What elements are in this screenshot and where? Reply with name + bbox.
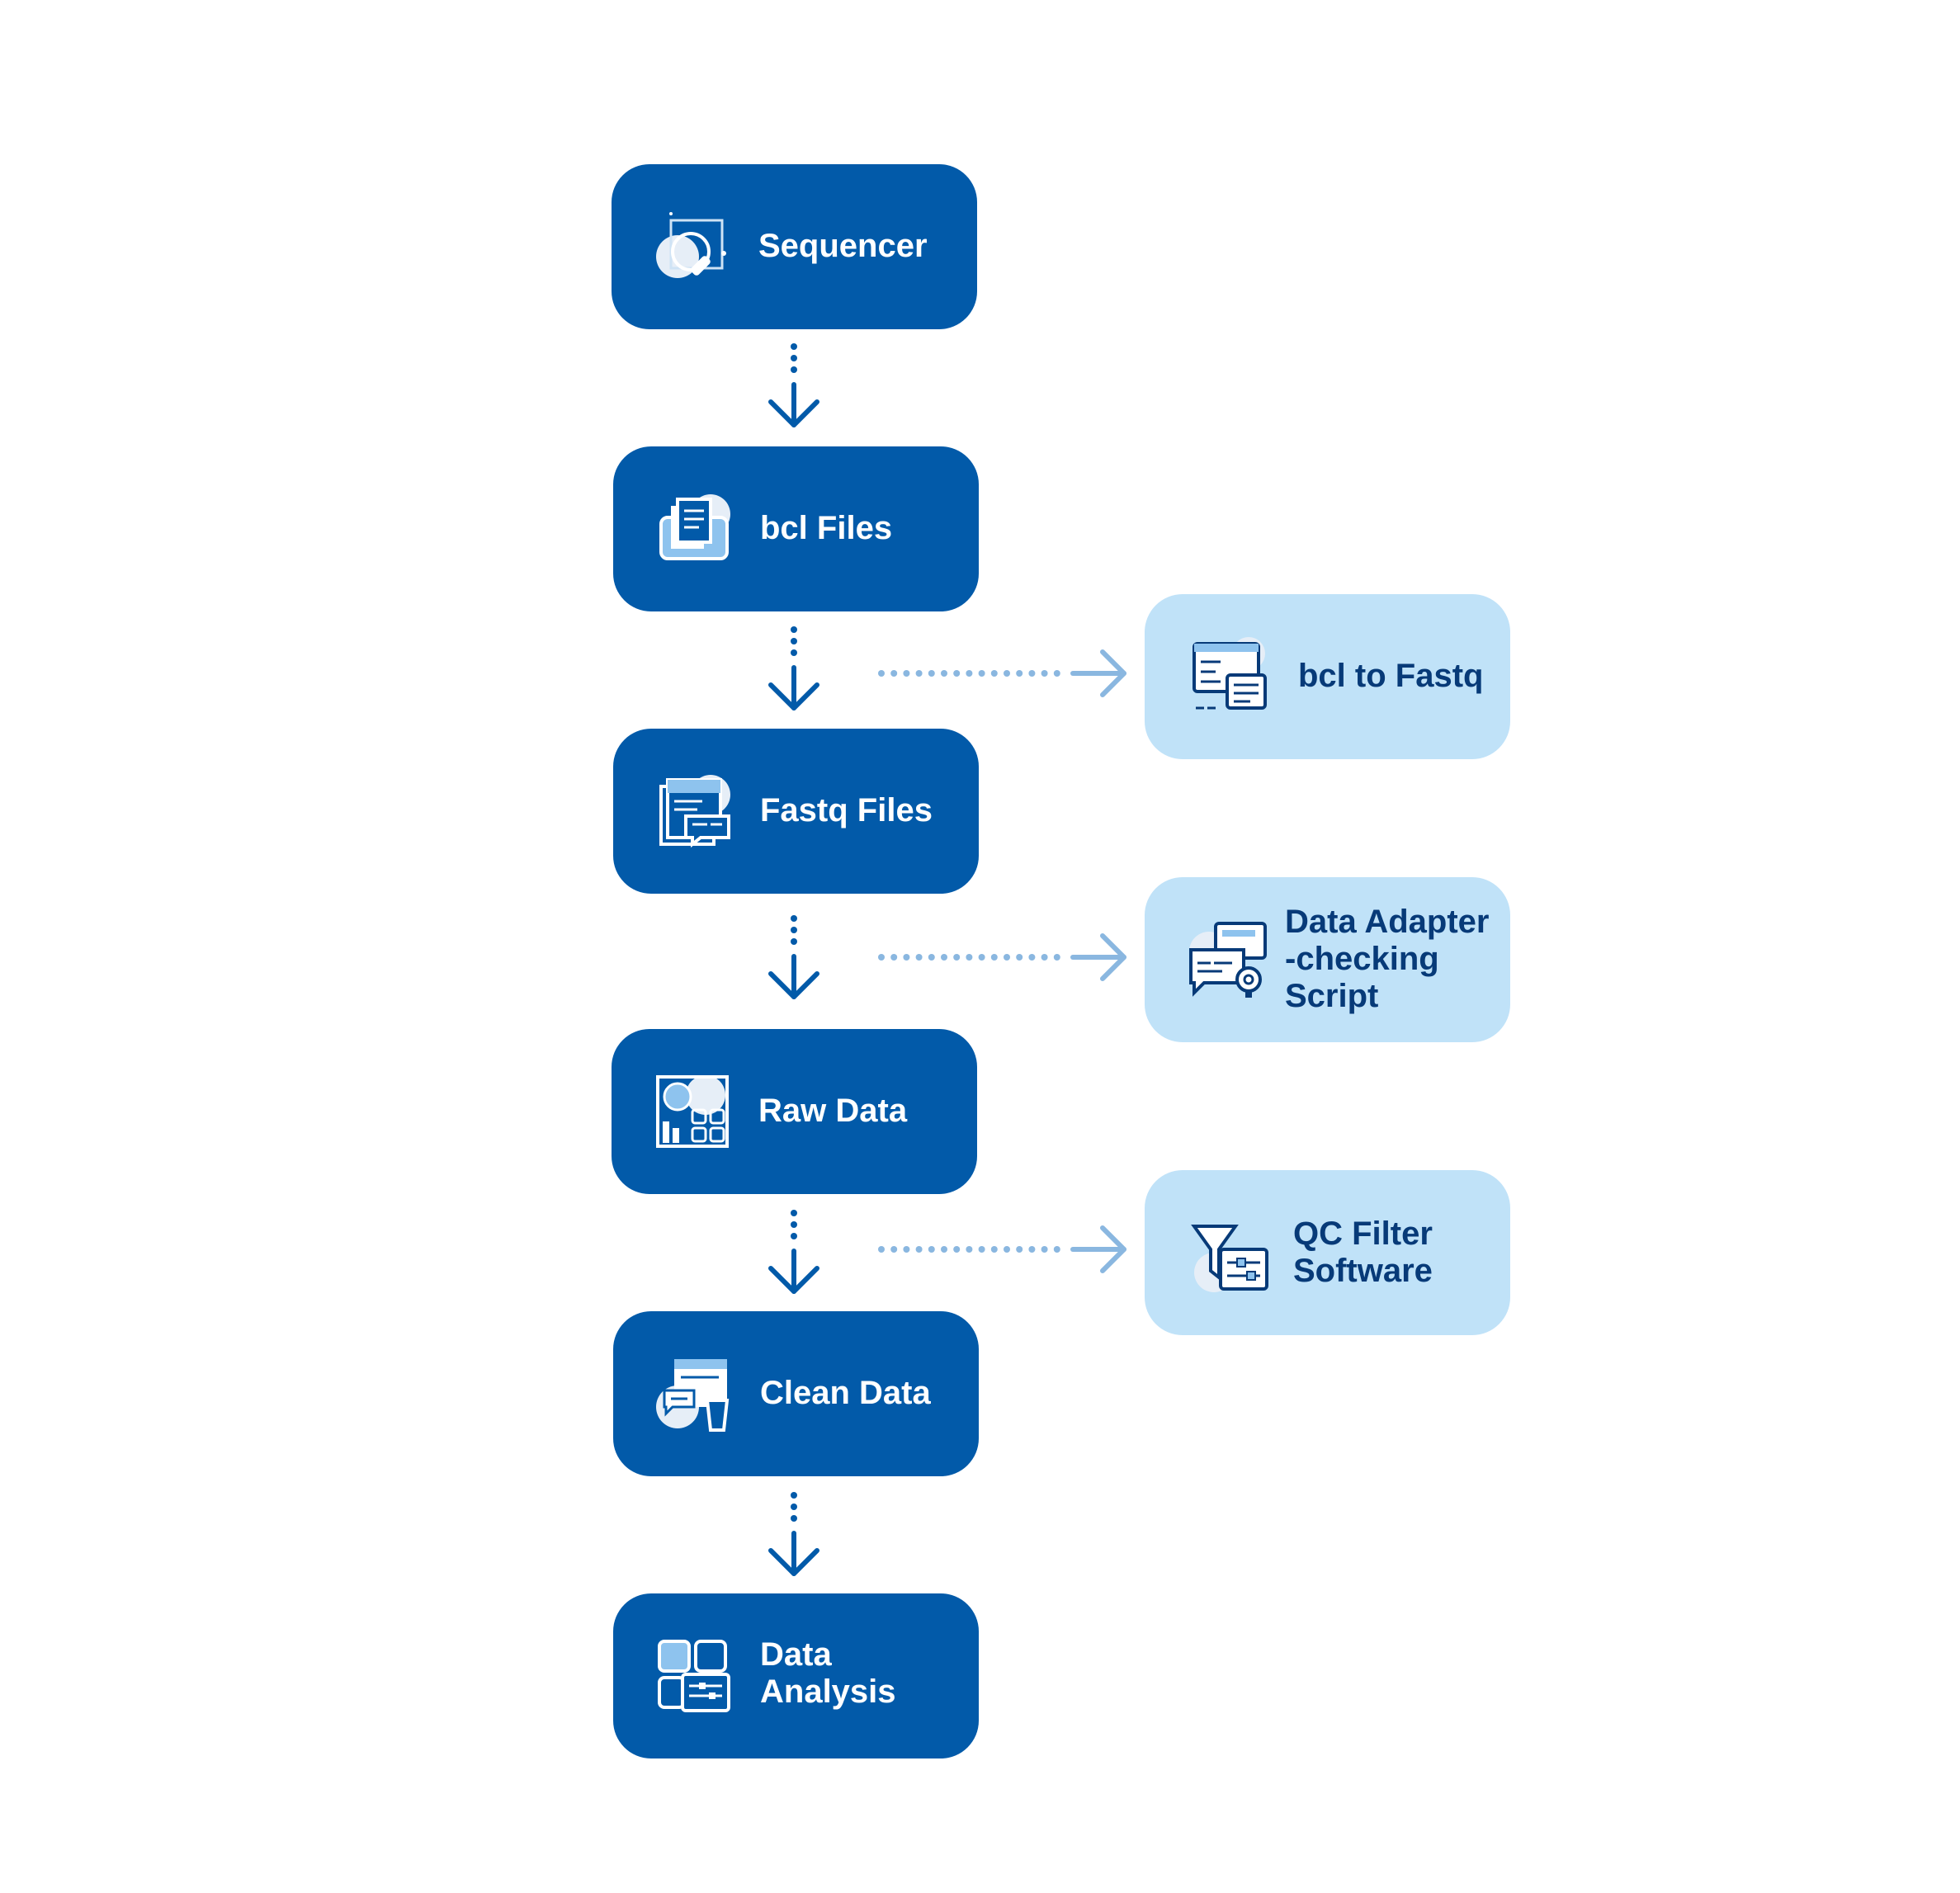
data-analysis-node[interactable]: Data Analysis <box>613 1593 979 1758</box>
document-list-icon <box>653 770 735 852</box>
arrow-sequencer-to-bcl <box>768 343 819 427</box>
bcl-files-label: bcl Files <box>760 510 893 546</box>
qc-filter-label: QC Filter Software <box>1293 1216 1433 1289</box>
adapter-script-label: Data Adapter -checking Script <box>1285 904 1490 1014</box>
clean-data-icon <box>653 1352 735 1435</box>
arrow-fastq-to-raw <box>768 915 819 999</box>
arrow-to-qc-filter <box>878 1225 1126 1273</box>
data-analysis-label: Data Analysis <box>760 1636 896 1710</box>
fastq-files-label: Fastq Files <box>760 792 933 828</box>
sequencer-node[interactable]: Sequencer <box>612 164 977 329</box>
arrow-to-adapter-script <box>878 933 1126 981</box>
filter-icon <box>1189 1220 1272 1302</box>
dashboard-icon <box>653 1635 735 1717</box>
raw-data-node[interactable]: Raw Data <box>612 1029 977 1194</box>
sequencer-icon <box>651 205 734 288</box>
chart-grid-icon <box>651 1070 734 1153</box>
raw-data-label: Raw Data <box>758 1093 908 1129</box>
file-stack-icon <box>653 488 735 570</box>
converter-icon <box>1188 635 1270 718</box>
adapter-script-node[interactable]: Data Adapter -checking Script <box>1145 877 1510 1042</box>
fastq-files-node[interactable]: Fastq Files <box>613 729 979 894</box>
clean-data-node[interactable]: Clean Data <box>613 1311 979 1476</box>
bcl-to-fastq-node[interactable]: bcl to Fastq <box>1145 594 1510 759</box>
arrow-clean-to-analysis <box>768 1492 819 1576</box>
arrow-bcl-to-fastq <box>768 626 819 710</box>
script-gear-icon <box>1186 918 1268 1001</box>
arrow-to-bcl-to-fastq <box>878 649 1126 697</box>
bcl-to-fastq-label: bcl to Fastq <box>1298 658 1484 694</box>
bcl-files-node[interactable]: bcl Files <box>613 446 979 611</box>
qc-filter-node[interactable]: QC Filter Software <box>1145 1170 1510 1335</box>
clean-data-label: Clean Data <box>760 1375 931 1411</box>
arrow-raw-to-clean <box>768 1210 819 1294</box>
sequencer-label: Sequencer <box>758 228 928 264</box>
